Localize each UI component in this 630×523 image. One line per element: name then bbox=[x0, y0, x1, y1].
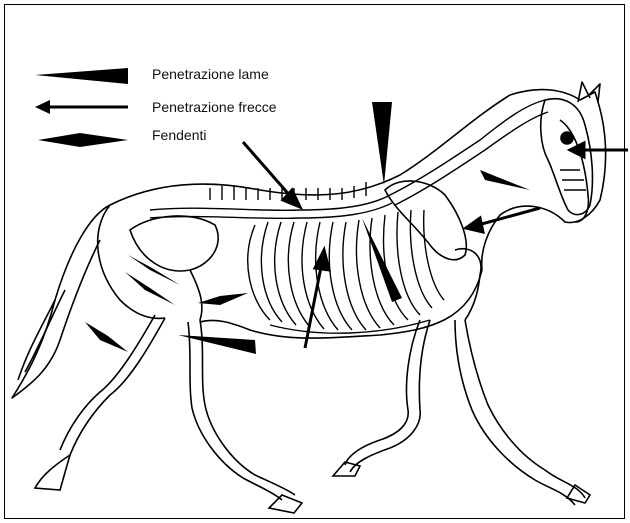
spine bbox=[150, 100, 548, 218]
horse-outline bbox=[12, 82, 606, 398]
arrow-penetration-markers bbox=[243, 142, 628, 348]
legend-double-wedge-icon bbox=[38, 133, 128, 147]
ribcage bbox=[248, 210, 444, 333]
legend-arrow-icon bbox=[35, 100, 128, 114]
legend-wedge-icon bbox=[35, 68, 128, 84]
scapula-and-forelimb bbox=[333, 181, 590, 505]
